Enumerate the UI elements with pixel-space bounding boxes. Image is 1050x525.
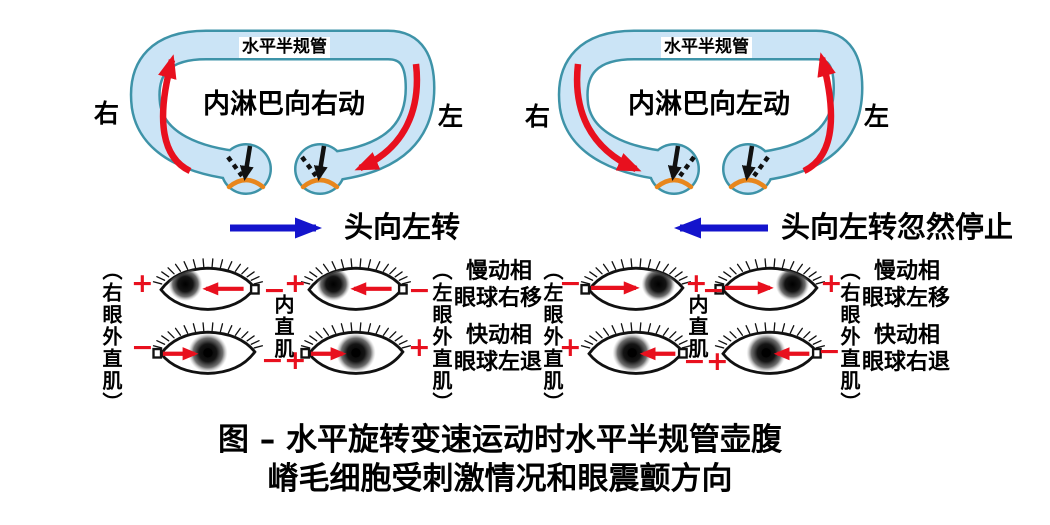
cupula-deflection-dashed bbox=[678, 155, 696, 178]
stimulation-sign: − bbox=[408, 275, 431, 306]
endolymph-label-left: 内淋巴向右动 bbox=[203, 89, 365, 120]
eye-left-group-bottom-1 bbox=[152, 321, 264, 375]
stimulation-sign: − bbox=[261, 345, 284, 376]
muscle-label-right-lateral-rectus: （右眼外直肌） bbox=[837, 260, 861, 414]
muscle-label-left-lateral-rectus: （左眼外直肌） bbox=[429, 260, 453, 414]
stimulation-sign: + bbox=[284, 345, 307, 376]
slow-phase-annotation-right: 慢动相 眼球左移 bbox=[862, 259, 951, 311]
canal-label-right: 水平半规管 bbox=[661, 37, 752, 58]
fast-phase-annotation-right: 快动相 眼球右退 bbox=[862, 323, 951, 375]
stimulation-sign: − bbox=[263, 275, 286, 306]
endolymph-arrow-down-left-canal bbox=[354, 63, 421, 171]
head-motion-label-right: 头向左转忽然停止 bbox=[781, 210, 1014, 244]
stimulation-sign: + bbox=[685, 268, 708, 299]
cupula-deflection-dashed bbox=[226, 155, 244, 178]
stimulation-sign: + bbox=[559, 332, 582, 363]
side-label: 右 bbox=[94, 99, 120, 128]
eye-right-group-top-2 bbox=[714, 257, 826, 311]
slow-phase-annotation-left: 慢动相 眼球右移 bbox=[454, 259, 543, 311]
muscle-label-right-lateral-rectus: （右眼外直肌） bbox=[99, 260, 123, 414]
stimulation-sign: − bbox=[131, 332, 154, 363]
eye-right-group-top-1 bbox=[580, 257, 692, 311]
caption-line-2: 嵴毛细胞受刺激情况和眼震颤方向 bbox=[267, 461, 733, 497]
muscle-label-medial-rectus: 内直肌 bbox=[685, 294, 709, 360]
stimulation-sign: + bbox=[706, 346, 729, 377]
stimulation-sign: + bbox=[820, 268, 843, 299]
stimulation-sign: − bbox=[559, 268, 582, 299]
eye-right-group-bottom-1 bbox=[580, 321, 692, 375]
caption-line-1: 图 – 水平旋转变速运动时水平半规管壶腹 bbox=[217, 422, 783, 458]
stimulation-sign: + bbox=[131, 268, 154, 299]
left-semicircular-canal bbox=[145, 45, 420, 195]
eye-right-group-bottom-2 bbox=[714, 321, 826, 375]
endolymph-label-right: 内淋巴向左动 bbox=[628, 89, 790, 120]
side-label: 左 bbox=[438, 102, 464, 131]
stimulation-sign: − bbox=[702, 275, 725, 306]
right-semicircular-canal bbox=[573, 45, 848, 195]
head-motion-label-left: 头向左转 bbox=[344, 210, 461, 244]
muscle-label-medial-rectus: 内直肌 bbox=[271, 294, 295, 360]
muscle-label-left-lateral-rectus: （左眼外直肌） bbox=[540, 260, 564, 414]
endolymph-arrow-up-right-canal bbox=[802, 52, 836, 174]
eye-left-group-top-1 bbox=[152, 257, 264, 311]
side-label: 右 bbox=[525, 102, 551, 131]
side-label: 左 bbox=[864, 102, 890, 131]
endolymph-arrow-down-right-canal bbox=[573, 63, 642, 172]
stimulation-sign: − bbox=[683, 346, 706, 377]
stimulation-sign: + bbox=[284, 268, 307, 299]
fast-phase-annotation-left: 快动相 眼球左退 bbox=[454, 323, 543, 375]
eye-left-group-top-2 bbox=[300, 257, 412, 311]
figure-caption: 图 – 水平旋转变速运动时水平半规管壶腹 嵴毛细胞受刺激情况和眼震颤方向 bbox=[60, 421, 940, 499]
endolymph-arrow-up-left-canal bbox=[158, 54, 192, 174]
cupula-deflection-dashed bbox=[752, 155, 770, 178]
stimulation-sign: + bbox=[408, 332, 431, 363]
canal-label-left: 水平半规管 bbox=[239, 37, 330, 58]
cupula-deflection-dashed bbox=[300, 155, 318, 178]
stimulation-sign: − bbox=[818, 336, 841, 367]
eye-left-group-bottom-2 bbox=[300, 321, 412, 375]
